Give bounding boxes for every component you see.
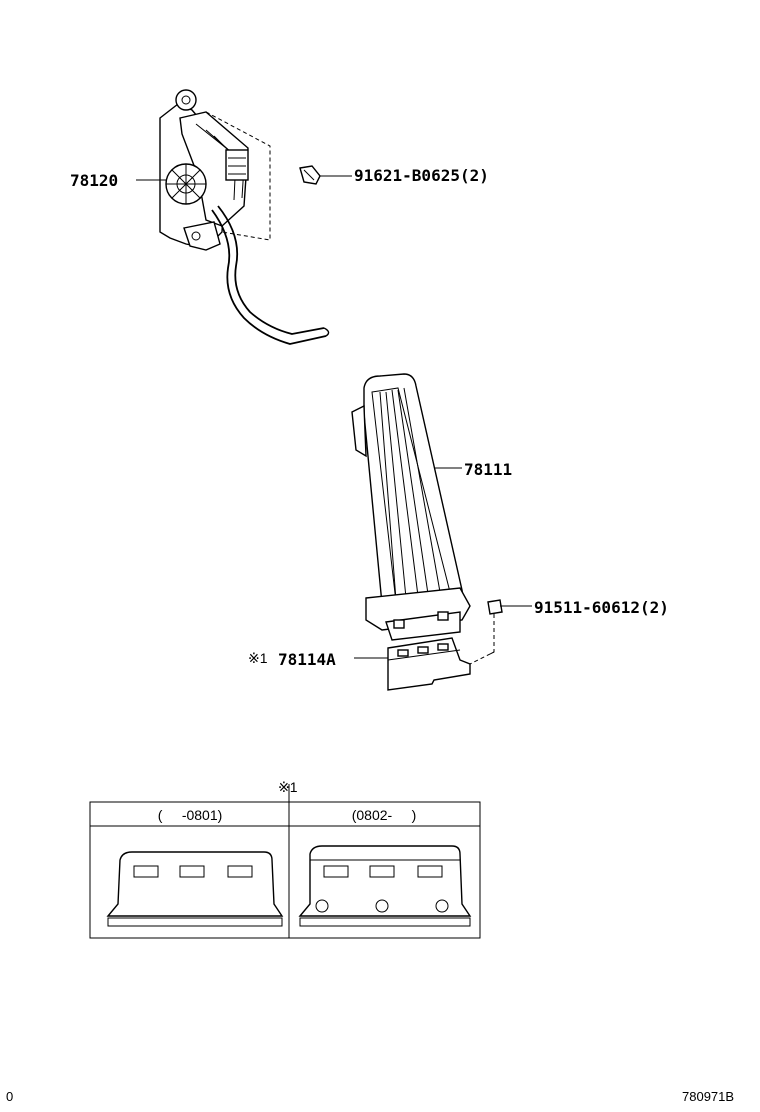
label-91621-b0625: 91621-B0625(2)	[354, 166, 489, 185]
label-bracket-mark: ※1	[248, 650, 268, 666]
variant-left-header: ( -0801)	[158, 807, 223, 823]
footer-left-code: 0	[6, 1089, 13, 1104]
label-78111: 78111	[464, 460, 512, 479]
sensor-assembly-drawing	[136, 89, 352, 345]
label-78120: 78120	[70, 171, 118, 190]
variant-right-header: (0802- )	[352, 807, 417, 823]
bracket-variant-old	[106, 851, 284, 927]
variant-table: ※1 ( -0801) (0802- )	[89, 779, 481, 939]
bracket-drawing	[354, 599, 532, 691]
label-91511-60612: 91511-60612(2)	[534, 598, 669, 617]
variant-table-mark: ※1	[278, 779, 298, 795]
pedal-pad-drawing	[351, 373, 471, 641]
bracket-variant-new	[298, 845, 472, 927]
label-78114a: 78114A	[278, 650, 336, 669]
footer-right-code: 780971B	[682, 1089, 734, 1104]
